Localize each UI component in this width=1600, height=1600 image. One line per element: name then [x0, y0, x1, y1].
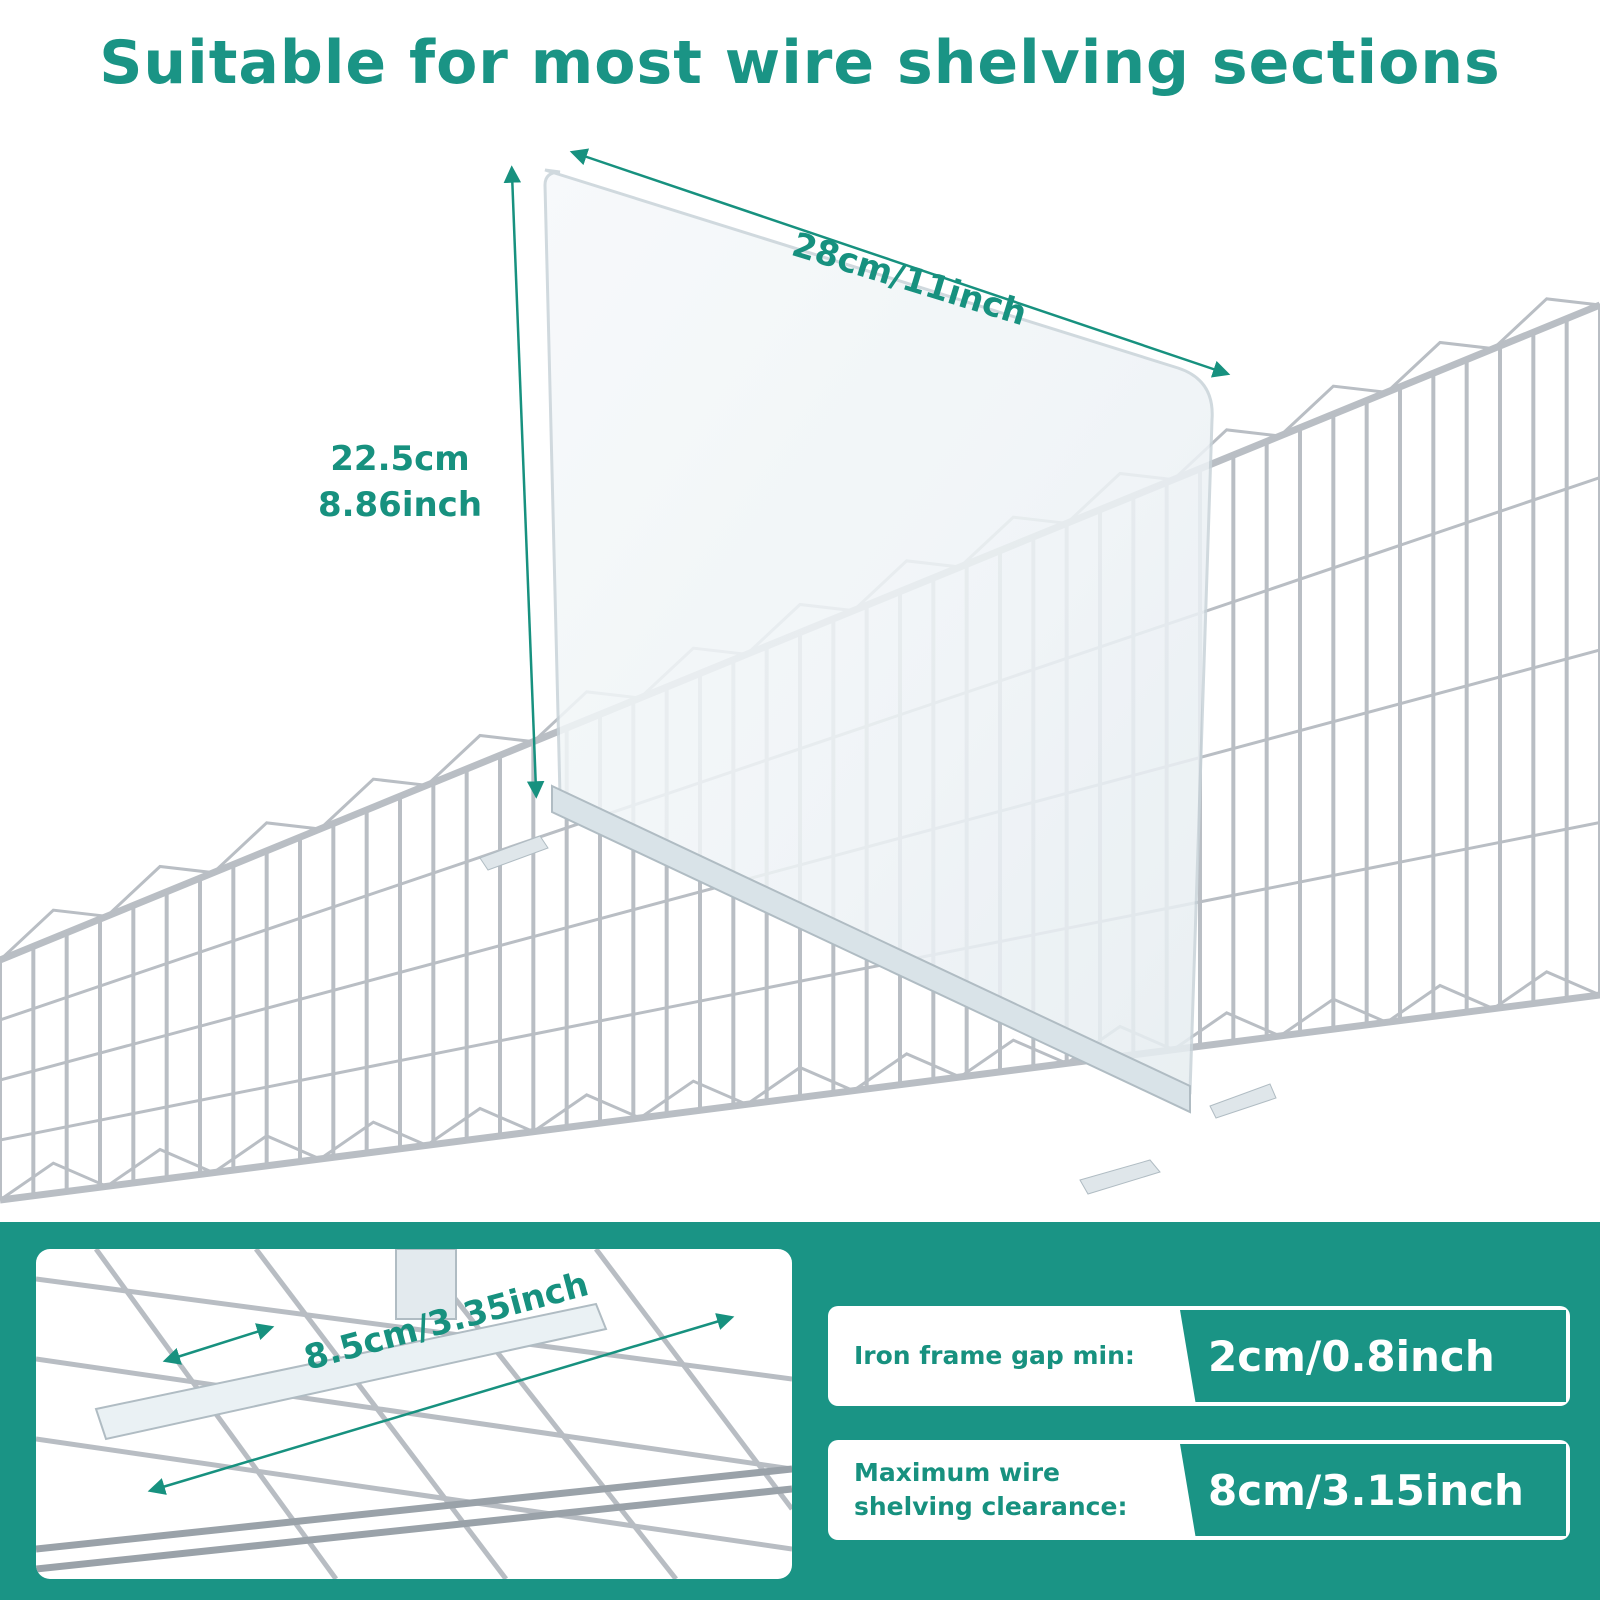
spec-max-clearance: Maximum wire shelving clearance: 8cm/3.1…	[828, 1440, 1570, 1540]
height-cm: 22.5cm	[330, 439, 470, 479]
spec-max-clearance-label-line1: Maximum wire	[854, 1458, 1060, 1487]
spec-frame-gap-value: 2cm/0.8inch	[1180, 1310, 1566, 1402]
height-arrow	[503, 165, 545, 799]
shelf-front-truss	[0, 970, 1600, 1202]
spec-max-clearance-value: 8cm/3.15inch	[1180, 1444, 1566, 1536]
spec-frame-gap-label: Iron frame gap min:	[854, 1341, 1135, 1370]
width-arrow	[569, 148, 1231, 378]
product-illustration	[0, 148, 1600, 1204]
clip-closeup-drawing	[36, 1249, 792, 1579]
headline: Suitable for most wire shelving sections	[99, 28, 1501, 98]
spec-max-clearance-label-line2: shelving clearance:	[854, 1492, 1128, 1521]
spec-max-clearance-label: Maximum wire shelving clearance:	[854, 1440, 1127, 1540]
height-inch: 8.86inch	[317, 485, 483, 525]
shelf-longwire	[0, 991, 1600, 1204]
clip-closeup-image	[36, 1249, 792, 1579]
shelf-longwire	[0, 821, 1600, 1142]
height-dimension-label: 22.5cm 8.86inch	[300, 436, 500, 528]
acrylic-divider	[479, 168, 1277, 1195]
spec-frame-gap: Iron frame gap min: 2cm/0.8inch	[828, 1306, 1570, 1406]
